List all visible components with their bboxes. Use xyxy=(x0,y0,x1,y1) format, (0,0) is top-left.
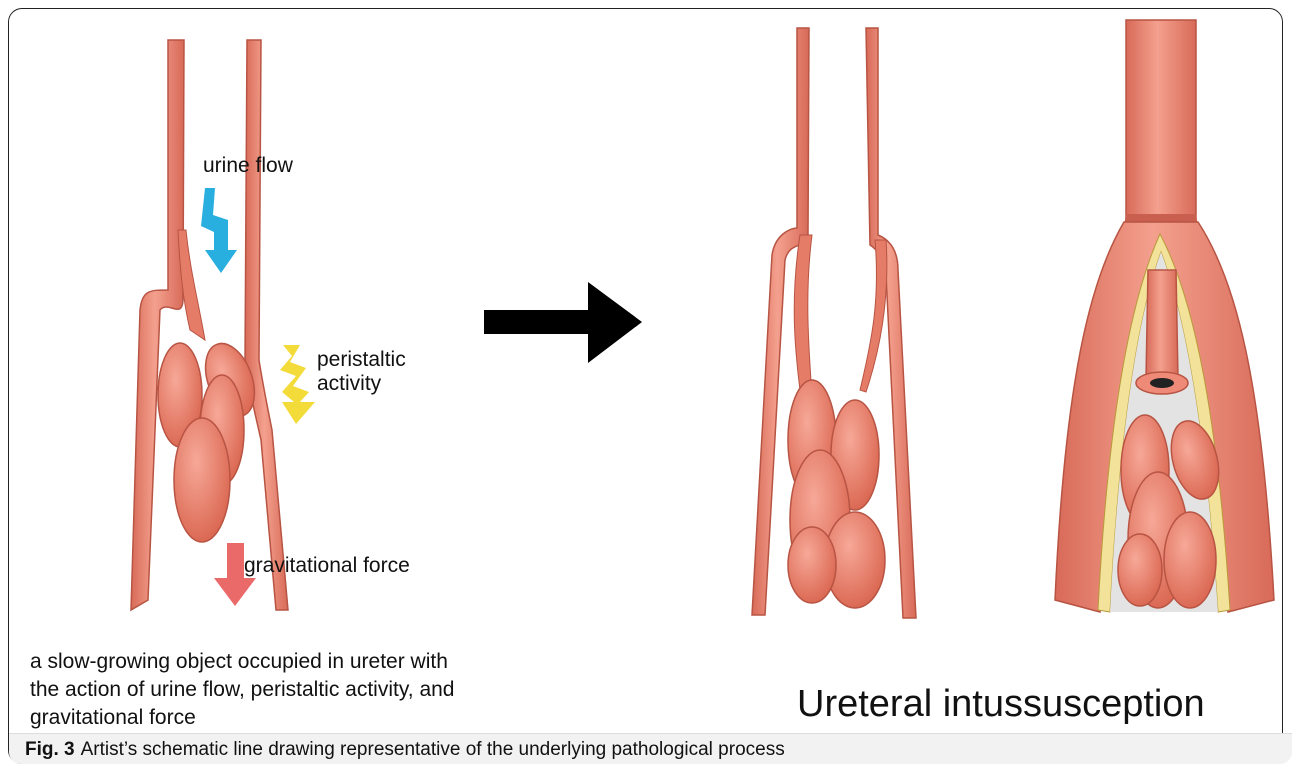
urine-flow-arrow xyxy=(201,188,237,273)
inner-fold-right xyxy=(860,240,887,392)
process-description: a slow-growing object occupied in ureter… xyxy=(30,648,470,732)
segment-lumen-icon xyxy=(1150,378,1174,388)
left-ureter-illustration xyxy=(131,40,315,610)
gravitational-force-label: gravitational force xyxy=(244,554,410,578)
diagram-title: Ureteral intussusception xyxy=(797,683,1205,726)
inner-fold-left xyxy=(794,235,812,395)
polyp-stalk xyxy=(178,230,205,340)
peristaltic-activity-label: peristaltic activity xyxy=(317,348,447,396)
transition-arrow xyxy=(484,282,642,363)
polyp-lobe xyxy=(1164,512,1216,608)
peristaltic-arrow xyxy=(280,345,315,424)
upper-ureter xyxy=(1126,20,1196,220)
figure-caption: Fig. 3 Artist’s schematic line drawing re… xyxy=(9,733,1292,764)
ureter-left-wall xyxy=(131,40,184,610)
invaginated-segment xyxy=(1146,270,1178,378)
caption-text: Artist’s schematic line drawing represen… xyxy=(81,739,785,760)
ureter-right-wall xyxy=(245,40,288,610)
right-intussusception-illustration xyxy=(1055,20,1274,612)
urine-flow-label: urine flow xyxy=(203,154,293,178)
polyp-lobe xyxy=(174,418,230,542)
middle-ureter-illustration xyxy=(752,28,916,618)
polyp-lobe xyxy=(1118,534,1162,606)
polyp-lobe xyxy=(788,527,836,603)
figure-number: Fig. 3 xyxy=(25,739,75,760)
